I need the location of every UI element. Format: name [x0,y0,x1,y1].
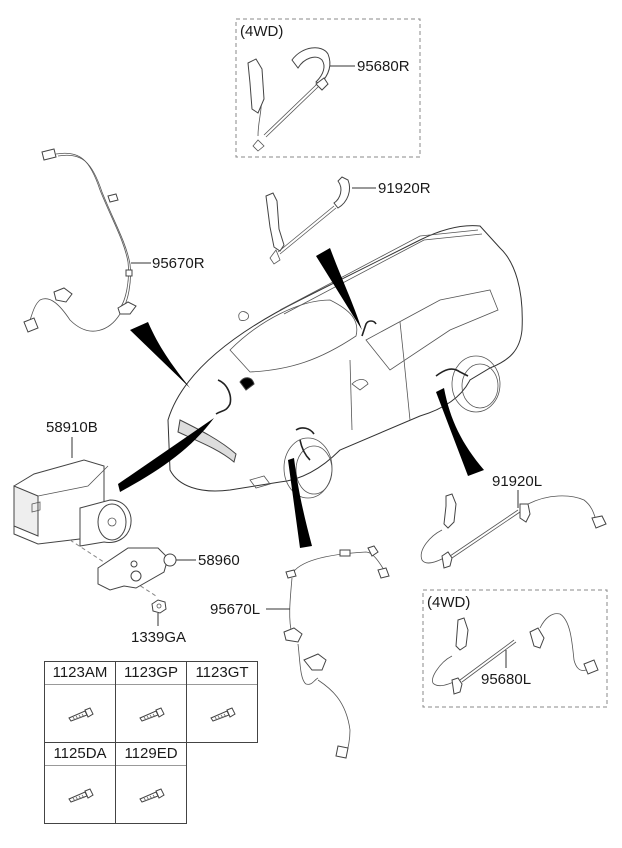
part-label-1339ga[interactable]: 1339GA [131,629,186,646]
fastener-cell[interactable]: 1123AM [44,661,116,743]
part-label-91920r[interactable]: 91920R [378,180,431,197]
sensor-95670l-drawing[interactable] [283,545,390,759]
group-4wd-rear-right: (4WD) 95680R [235,18,421,158]
fastener-code: 1123GP [116,662,186,685]
bolt-icon [68,706,94,722]
bolt-icon [68,787,94,803]
pointer-91920r [316,248,362,330]
wire-91920r-drawing[interactable] [265,176,351,265]
group-91920l: 91920L [420,473,607,569]
bracket-58960-drawing[interactable] [97,547,177,591]
group-91920r: 91920R [265,176,431,265]
part-label-58910b[interactable]: 58910B [46,419,98,436]
fastener-cell[interactable]: 1129ED [115,742,187,824]
abs-module-drawing[interactable] [13,459,132,547]
group-label-4wd-top: (4WD) [240,23,283,40]
fastener-row: 1123AM 1123GP 1123GT [44,661,258,743]
fastener-table: 1123AM 1123GP 1123GT 1125DA 1129ED [44,661,258,824]
sensor-95670r-drawing[interactable] [23,148,137,333]
fastener-cell[interactable]: 1123GP [115,661,187,743]
empty-cell [187,743,258,824]
group-1339ga: 1339GA [131,599,186,646]
wire-91920l-drawing[interactable] [420,493,607,569]
sensor-95680l-drawing[interactable] [432,613,599,695]
sensor-95680r-drawing[interactable] [247,47,331,152]
bolt-icon [139,787,165,803]
fastener-code: 1129ED [116,743,186,766]
group-label-4wd-bottom: (4WD) [427,594,470,611]
part-label-95680l[interactable]: 95680L [481,671,531,688]
part-label-58960[interactable]: 58960 [198,552,240,569]
part-label-95670l[interactable]: 95670L [210,601,260,618]
pointer-58910b [118,418,214,492]
group-box-4wd-bottom [422,589,608,708]
fastener-code: 1123GT [187,662,257,685]
fastener-cell[interactable]: 1123GT [186,661,258,743]
part-label-91920l[interactable]: 91920L [492,473,542,490]
bolt-icon [139,706,165,722]
pointer-95670r [130,322,190,388]
group-4wd-rear-left: (4WD) 95680L [422,589,608,708]
pointer-95670l [288,458,312,548]
pointer-arrows [118,248,484,548]
group-58960: 58960 [97,547,240,591]
bolt-icon [210,706,236,722]
fastener-cell[interactable]: 1125DA [44,742,116,824]
vehicle-outline [167,225,523,499]
group-box-4wd-top [235,18,421,158]
pointer-91920l [436,388,484,476]
fastener-code: 1125DA [45,743,115,766]
group-95670r: 95670R [23,148,205,333]
part-label-95670r[interactable]: 95670R [152,255,205,272]
fastener-row: 1125DA 1129ED [44,742,258,824]
group-95670l: 95670L [210,545,390,759]
fastener-code: 1123AM [45,662,115,685]
part-label-95680r[interactable]: 95680R [357,58,410,75]
nut-1339ga-drawing[interactable] [151,599,167,614]
